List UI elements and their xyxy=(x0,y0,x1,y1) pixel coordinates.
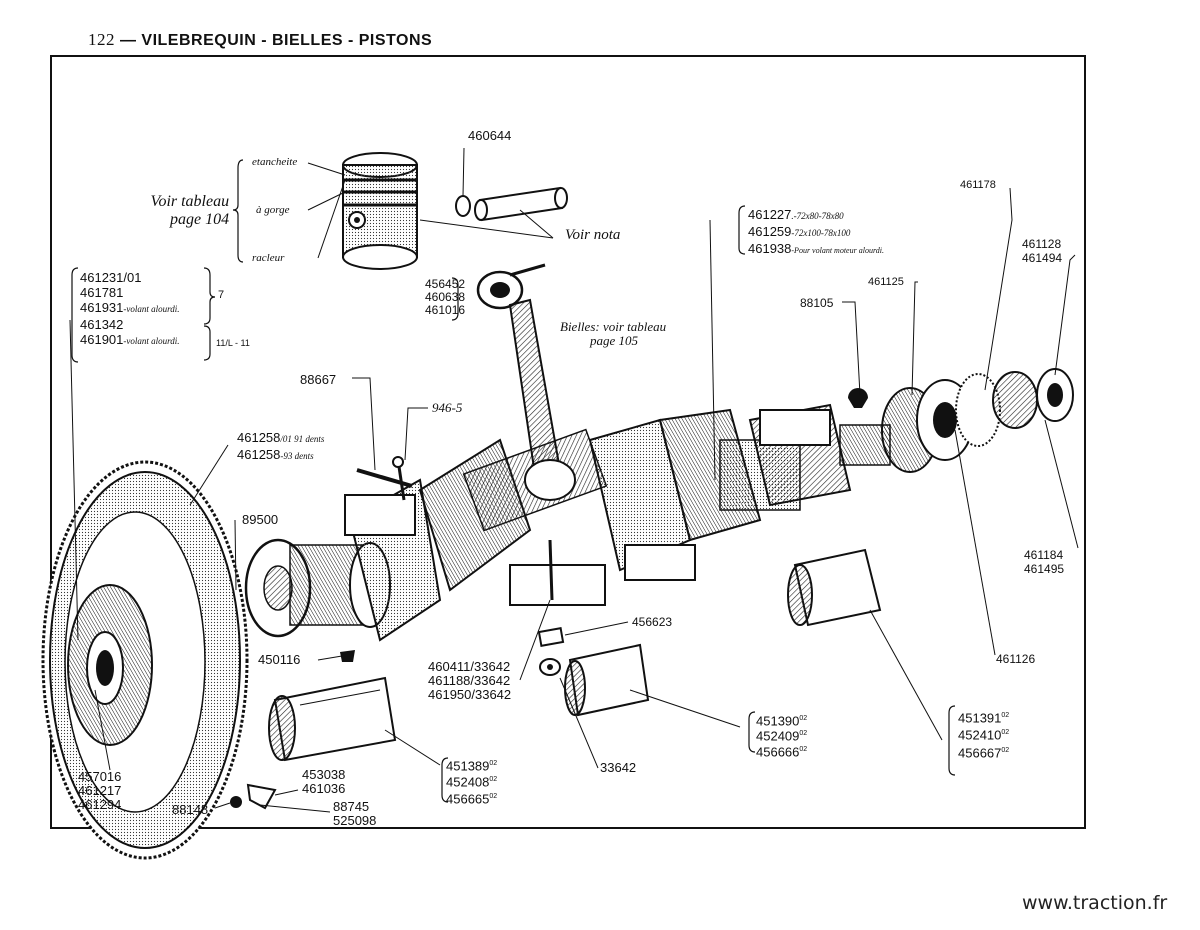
page-number: 122 xyxy=(88,30,115,49)
ring-label-gorge: à gorge xyxy=(256,204,290,216)
part-461178: 461178 xyxy=(960,179,996,191)
part-461184-461495: 461184 461495 xyxy=(1024,548,1065,576)
rod-bush-part-list: 456452 460638 461016 xyxy=(425,277,466,317)
rod-see-table: Bielles: voir tableau page 105 xyxy=(560,319,667,348)
part-88105: 88105 xyxy=(800,296,834,310)
main-bearing-shells xyxy=(268,548,882,762)
header-dash: — xyxy=(119,32,137,49)
flywheel xyxy=(41,460,249,860)
part-88667: 88667 xyxy=(300,372,337,387)
ring-label-etancheite: etancheite xyxy=(252,156,298,168)
connecting-rod xyxy=(476,263,576,501)
flywheel-part-list: 461231/01 461781 461931-volant alourdi. … xyxy=(80,270,180,347)
voir-nota-label: Voir nota xyxy=(565,227,621,243)
timing-gear-stack xyxy=(848,368,1074,473)
part-89500: 89500 xyxy=(242,512,279,527)
lock-part-list: 88745 525098 xyxy=(333,799,377,828)
flywheel-model-tag-11: 11/L - 11 xyxy=(216,338,250,348)
gudgeon-pin xyxy=(455,186,568,222)
washer-part-list: 453038 461036 xyxy=(302,767,346,796)
diagram-frame xyxy=(50,55,1086,829)
piston xyxy=(342,152,418,270)
small-hardware xyxy=(230,456,565,810)
part-456623: 456623 xyxy=(632,615,673,629)
bearing-caps xyxy=(344,409,831,606)
part-460644: 460644 xyxy=(468,128,512,143)
part-33642: 33642 xyxy=(600,760,637,775)
part-946-5: 946-5 xyxy=(432,400,463,415)
ring-gear-part-list: 461258/01 91 dents 461258-93 dents xyxy=(237,430,325,462)
rear-bearing-part-list: 45139102 45241002 45666702 xyxy=(958,710,1010,760)
page-title: VILEBREQUIN - BIELLES - PISTONS xyxy=(141,32,433,49)
part-450116: 450116 xyxy=(258,652,301,667)
watermark: www.traction.fr xyxy=(1022,892,1168,914)
center-bearing-part-list: 45139002 45240902 45666602 xyxy=(756,713,808,759)
part-461125: 461125 xyxy=(868,276,904,288)
ring-label-racleur: racleur xyxy=(252,252,285,264)
part-461126: 461126 xyxy=(996,652,1036,666)
pulley-part-list: 461227.-72x80-78x80 461259-72x100-78x100… xyxy=(748,207,884,256)
page-header: 122 — VILEBREQUIN - BIELLES - PISTONS xyxy=(88,30,432,50)
front-bearing-part-list: 45138902 45240802 45666502 xyxy=(446,758,498,806)
leader-lines xyxy=(69,147,1079,813)
bracket-marks xyxy=(71,159,956,803)
part-88148: 88148 xyxy=(172,802,209,817)
part-461128-461494: 461128 461494 xyxy=(1022,237,1063,265)
piston-see-table: Voir tableau page 104 xyxy=(150,193,230,228)
flywheel-model-tag-7: 7 xyxy=(218,289,225,301)
bolt-part-list: 460411/33642 461188/33642 461950/33642 xyxy=(428,659,512,702)
flywheel-bolt-part-list: 457016 461217 461294 xyxy=(78,769,122,812)
